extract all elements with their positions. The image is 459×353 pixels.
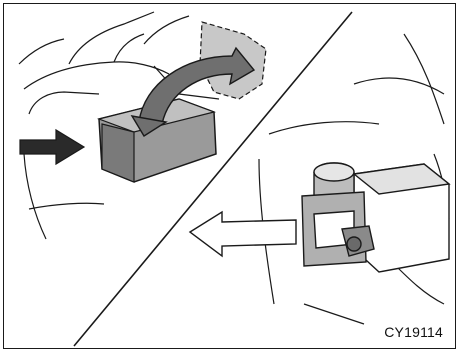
seat-illustration bbox=[4, 4, 457, 350]
pull-arrow-icon bbox=[190, 212, 296, 256]
latch-mechanism bbox=[302, 163, 449, 272]
illustration-frame: CY19114 bbox=[3, 3, 456, 349]
figure-code: CY19114 bbox=[384, 324, 443, 340]
push-arrow-icon bbox=[20, 130, 84, 164]
